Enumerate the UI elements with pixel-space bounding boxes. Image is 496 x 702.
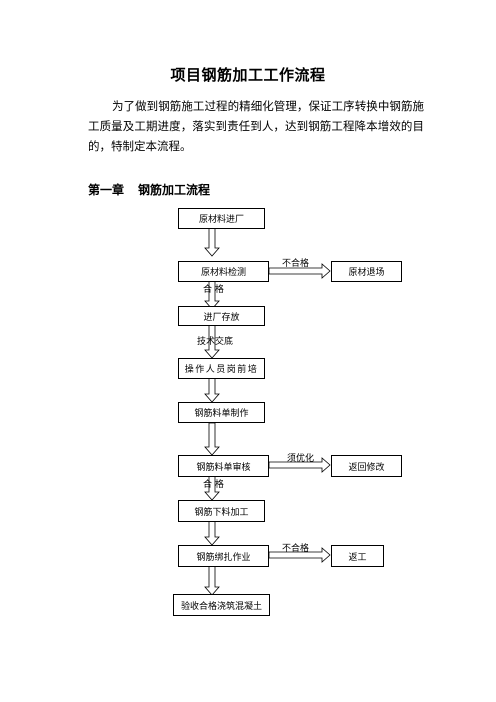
arrow-down-1: [204, 227, 220, 257]
arrow-right-1: [268, 263, 331, 279]
arrow-down-5: [204, 422, 220, 456]
arrow-down-4: [204, 377, 220, 403]
step-raw-material-test: 原材料检测: [178, 261, 269, 282]
label-tech-briefing: 技术交底: [197, 337, 234, 347]
arrow-down-7: [204, 520, 220, 546]
step-acceptance-pour: 验收合格浇筑混凝土: [173, 594, 270, 616]
arrow-down-6: [204, 475, 220, 501]
arrow-down-3: [204, 324, 220, 359]
arrow-down-8: [204, 565, 220, 596]
label-fail-2: 不合格: [282, 544, 310, 554]
chapter-number: 第一章: [88, 183, 125, 197]
result-return-revise: 返回修改: [331, 455, 402, 477]
step-cutting: 钢筋下料加工: [178, 500, 265, 522]
chapter-heading: 第一章钢筋加工流程: [88, 181, 210, 198]
step-raw-material-entry: 原材料进厂: [178, 208, 265, 229]
intro-paragraph: 为了做到钢筋施工过程的精细化管理，保证工序转换中钢筋施工质量及工期进度，落实到责…: [88, 99, 424, 153]
arrow-right-3: [268, 547, 331, 563]
step-rebar-list-making: 钢筋料单制作: [178, 402, 265, 423]
result-material-return: 原材退场: [331, 261, 402, 282]
page-title: 项目钢筋加工工作流程: [170, 66, 326, 84]
label-fail-1: 不合格: [282, 259, 310, 269]
step-binding: 钢筋绑扎作业: [178, 545, 269, 567]
label-needs-optimize: 须优化: [287, 454, 315, 464]
step-storage: 进厂存放: [178, 306, 265, 326]
label-pass-1: 合 格: [203, 285, 224, 295]
chapter-title: 钢筋加工流程: [138, 183, 211, 197]
step-rebar-list-review: 钢筋料单审核: [178, 455, 269, 477]
arrow-right-2: [268, 457, 331, 473]
label-pass-2: 合 格: [203, 480, 224, 490]
result-rework: 返工: [331, 545, 384, 567]
arrow-down-2: [204, 280, 220, 310]
step-pre-job-training: 操作人员岗前培: [178, 358, 265, 379]
